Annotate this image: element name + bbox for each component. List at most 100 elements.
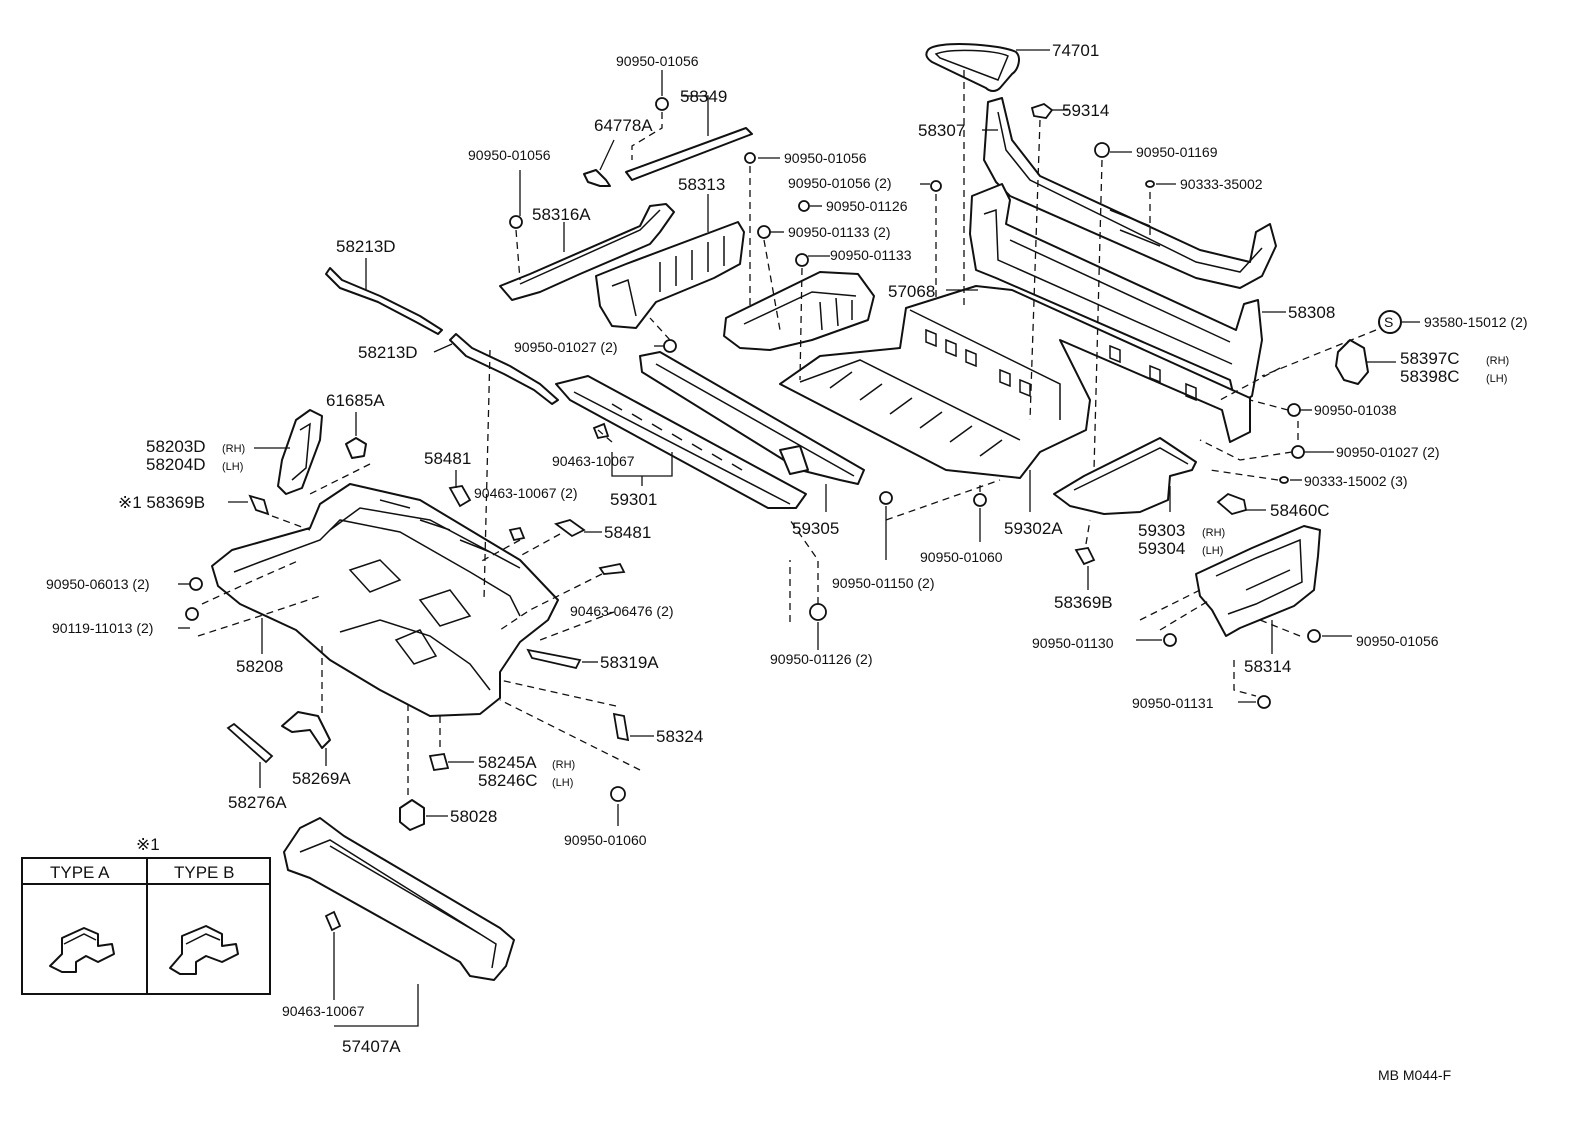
label-90950-01060-a: 90950-01060 — [920, 549, 1003, 565]
label-90950-01169: 90950-01169 — [1136, 144, 1218, 160]
part-58203D — [277, 409, 323, 495]
label-58246C-lh: (LH) — [552, 777, 573, 789]
label-58369B: 58369B — [1054, 593, 1113, 612]
label-57407A: 57407A — [342, 1037, 401, 1056]
label-90950-01150: 90950-01150 (2) — [832, 575, 934, 591]
part-61685A — [345, 437, 367, 459]
label-64778A: 64778A — [594, 116, 653, 135]
label-90950-01038: 90950-01038 — [1314, 402, 1397, 418]
label-58246C: 58246C — [478, 771, 538, 790]
part-64778A — [583, 169, 611, 187]
label-58349: 58349 — [680, 87, 727, 106]
label-58204D: 58204D — [146, 455, 206, 474]
label-57068: 57068 — [888, 282, 935, 301]
label-58276A: 58276A — [228, 793, 287, 812]
part-58316A — [499, 203, 675, 301]
label-58319A: 58319A — [600, 653, 659, 672]
label-58213D-b: 58213D — [358, 343, 418, 362]
part-58208 — [211, 483, 559, 717]
label-93580-15012: 93580-15012 (2) — [1424, 314, 1528, 330]
part-58481-b — [554, 519, 586, 538]
inset-mark: ※1 — [136, 835, 160, 854]
part-57068 — [779, 285, 1251, 479]
label-58245A-rh: (RH) — [552, 759, 575, 771]
label-59304-lh: (LH) — [1202, 545, 1223, 557]
diagram-code: MB M044-F — [1378, 1067, 1451, 1083]
part-59301 — [555, 375, 807, 509]
label-90950-01056-mid: 90950-01056 — [784, 150, 867, 166]
label-90950-06013: 90950-06013 (2) — [46, 576, 150, 592]
inset-type-a: TYPE A — [50, 863, 110, 882]
part-58308 — [969, 183, 1263, 407]
leader-lines — [178, 49, 1420, 1027]
label-58208: 58208 — [236, 657, 283, 676]
label-90463-10067-b: 90463-10067 — [282, 1003, 365, 1019]
part-59305 — [639, 351, 865, 485]
label-90950-01130: 90950-01130 — [1032, 635, 1114, 651]
part-58213D-lower — [449, 333, 559, 405]
label-58398C: 58398C — [1400, 367, 1460, 386]
label-59305: 59305 — [792, 519, 839, 538]
label-90950-01133: 90950-01133 — [830, 247, 912, 263]
label-90950-01133-2: 90950-01133 (2) — [788, 224, 890, 240]
part-58314 — [1195, 525, 1321, 637]
label-58316A: 58316A — [532, 205, 591, 224]
part-58245A — [428, 752, 450, 772]
label-74701: 74701 — [1052, 41, 1099, 60]
label-90950-01056-top: 90950-01056 — [616, 53, 699, 69]
label-90463-06476: 90463-06476 (2) — [570, 603, 674, 619]
part-58460C — [1216, 492, 1248, 515]
part-59314 — [1030, 102, 1054, 119]
part-58313 — [595, 221, 745, 329]
label-59303: 59303 — [1138, 521, 1185, 540]
part-58028 — [399, 799, 425, 831]
inset-type-b: TYPE B — [174, 863, 234, 882]
label-58481-a: 58481 — [424, 449, 471, 468]
part-58369B — [1074, 547, 1096, 566]
label-90950-01027-2a: 90950-01027 (2) — [514, 339, 618, 355]
part-59303 — [1053, 437, 1197, 515]
label-59303-rh: (RH) — [1202, 527, 1225, 539]
label-59301: 59301 — [610, 490, 657, 509]
label-59314: 59314 — [1062, 101, 1109, 120]
inset-box — [21, 857, 271, 995]
label-90333-35002: 90333-35002 — [1180, 176, 1263, 192]
part-center-bracket — [723, 271, 875, 351]
label-s-mark: S — [1384, 314, 1393, 330]
part-74701 — [925, 43, 1020, 92]
label-59302A: 59302A — [1004, 519, 1063, 538]
part-90463-10067-a — [592, 422, 610, 440]
label-58308: 58308 — [1288, 303, 1335, 322]
label-90950-01056-r: 90950-01056 — [1356, 633, 1439, 649]
part-58397C — [1335, 339, 1369, 385]
label-58203D: 58203D — [146, 437, 206, 456]
label-90950-01126-2: 90950-01126 (2) — [770, 651, 872, 667]
label-90950-01056-left: 90950-01056 — [468, 147, 551, 163]
label-90950-01131: 90950-01131 — [1132, 695, 1214, 711]
label-58313: 58313 — [678, 175, 725, 194]
label-59304: 59304 — [1138, 539, 1185, 558]
part-58276A — [226, 722, 274, 764]
label-61685A: 61685A — [326, 391, 385, 410]
label-90950-01126: 90950-01126 — [826, 198, 908, 214]
label-58397C-rh: (RH) — [1486, 355, 1509, 367]
part-labels: 74701 59314 58307 90950-01169 90333-3500… — [46, 41, 1528, 1083]
part-58369B-ref — [248, 494, 270, 516]
fasteners — [185, 97, 1402, 802]
part-58324 — [612, 712, 630, 742]
part-90463-10067-b — [324, 910, 342, 932]
label-58397C: 58397C — [1400, 349, 1460, 368]
part-58213D-upper — [325, 267, 443, 335]
label-90119-11013: 90119-11013 (2) — [52, 620, 153, 636]
label-58245A: 58245A — [478, 753, 537, 772]
type-b-clip — [169, 925, 239, 975]
part-58349 — [625, 127, 753, 181]
label-58203D-rh: (RH) — [222, 443, 245, 455]
label-58369B-ref: ※1 58369B — [118, 493, 205, 512]
label-90950-01027-2b: 90950-01027 (2) — [1336, 444, 1440, 460]
label-90950-01060-b: 90950-01060 — [564, 832, 647, 848]
label-58204D-lh: (LH) — [222, 461, 243, 473]
assembly-lines — [197, 70, 1377, 800]
label-58324: 58324 — [656, 727, 703, 746]
part-58319A — [526, 648, 582, 670]
